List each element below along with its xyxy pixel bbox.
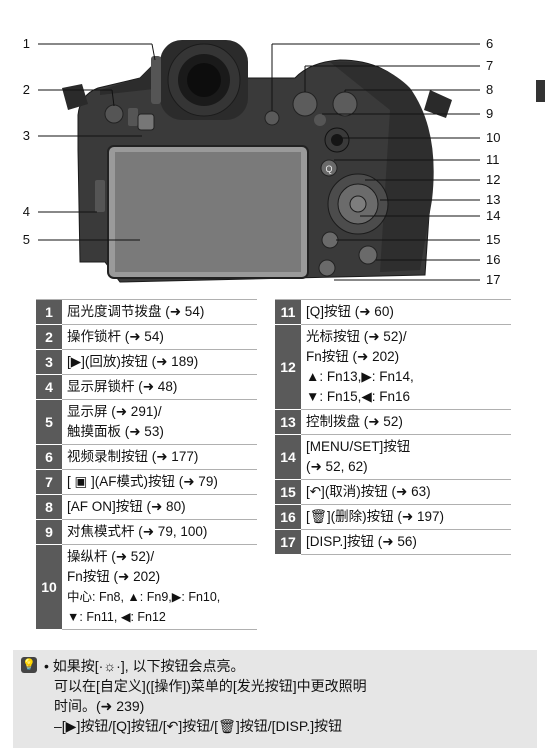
callout-9: 9 <box>486 106 493 121</box>
item-desc: 操作锁杆 (➜ 54) <box>67 329 164 344</box>
tip-icon: 💡 <box>21 657 37 673</box>
item-number: 17 <box>275 529 301 555</box>
item-desc: 中心: Fn8, ▲: Fn9,▶: Fn10, <box>67 590 221 604</box>
table-row: 3 [▶](回放)按钮 (➜ 189) <box>36 349 257 375</box>
item-desc: ▼: Fn15,◀: Fn16 <box>306 389 411 404</box>
note-line-2: 可以在[自定义]([操作])菜单的[发光按钮]中更改照明 <box>54 678 367 694</box>
item-desc: ▲: Fn13,▶: Fn14, <box>306 369 414 384</box>
item-desc: 光标按钮 (➜ 52)/ <box>306 329 407 344</box>
item-number: 5 <box>36 399 62 445</box>
note-line-4: –[▶]按钮/[Q]按钮/[↶]按钮/[🗑]按钮/[DISP.]按钮 <box>54 718 343 734</box>
item-number: 3 <box>36 349 62 375</box>
item-desc: [ ▣ ](AF模式)按钮 (➜ 79) <box>67 474 218 489</box>
table-row: 12 光标按钮 (➜ 52)/ Fn按钮 (➜ 202) ▲: Fn13,▶: Fn1… <box>275 324 511 410</box>
item-desc: [AF ON]按钮 (➜ 80) <box>67 499 186 514</box>
item-desc: Fn按钮 (➜ 202) <box>306 349 400 364</box>
callout-13: 13 <box>486 192 500 207</box>
callout-17: 17 <box>486 272 500 287</box>
item-desc: 屈光度调节拨盘 (➜ 54) <box>67 304 205 319</box>
table-row: 13 控制拨盘 (➜ 52) <box>275 409 511 435</box>
item-number: 1 <box>36 299 62 325</box>
item-desc: ▼: Fn11, ◀: Fn12 <box>67 610 166 624</box>
callout-12: 12 <box>486 172 500 187</box>
table-row: 15 [↶](取消)按钮 (➜ 63) <box>275 479 511 505</box>
note-line-1: • 如果按[·☼·], 以下按钮会点亮。 <box>44 658 245 674</box>
item-number: 15 <box>275 479 301 505</box>
section-tab-marker <box>536 80 545 102</box>
table-row: 2 操作锁杆 (➜ 54) <box>36 324 257 350</box>
item-desc: (➜ 52, 62) <box>306 459 368 474</box>
table-row: 8 [AF ON]按钮 (➜ 80) <box>36 494 257 520</box>
item-number: 9 <box>36 519 62 545</box>
item-number: 10 <box>36 544 62 630</box>
item-number: 13 <box>275 409 301 435</box>
callout-10: 10 <box>486 130 500 145</box>
table-row: 4 显示屏锁杆 (➜ 48) <box>36 374 257 400</box>
item-number: 12 <box>275 324 301 410</box>
item-number: 2 <box>36 324 62 350</box>
item-desc: 操纵杆 (➜ 52)/ <box>67 549 155 564</box>
callout-16: 16 <box>486 252 500 267</box>
table-row: 10 操纵杆 (➜ 52)/ Fn按钮 (➜ 202) 中心: Fn8, ▲: Fn9… <box>36 544 257 630</box>
item-desc: [Q]按钮 (➜ 60) <box>306 304 394 319</box>
item-desc: 显示屏 (➜ 291)/ <box>67 404 162 419</box>
item-desc: 控制拨盘 (➜ 52) <box>306 414 403 429</box>
callout-8: 8 <box>486 82 493 97</box>
table-row: 16 [🗑](删除)按钮 (➜ 197) <box>275 504 511 530</box>
item-number: 4 <box>36 374 62 400</box>
table-row: 17 [DISP.]按钮 (➜ 56) <box>275 529 511 555</box>
item-desc: [MENU/SET]按钮 <box>306 439 411 454</box>
table-row: 9 对焦模式杆 (➜ 79, 100) <box>36 519 257 545</box>
table-row: 6 视频录制按钮 (➜ 177) <box>36 444 257 470</box>
callout-5: 5 <box>23 232 30 247</box>
parts-table-left: 1 屈光度调节拨盘 (➜ 54) 2 操作锁杆 (➜ 54) 3 [▶](回放)按钮 … <box>36 299 257 630</box>
item-number: 11 <box>275 299 301 325</box>
item-number: 16 <box>275 504 301 530</box>
table-row: 14 [MENU/SET]按钮 (➜ 52, 62) <box>275 434 511 480</box>
note-line-3: 时间。(➜ 239) <box>54 698 145 714</box>
item-desc: 显示屏锁杆 (➜ 48) <box>67 379 178 394</box>
table-row: 1 屈光度调节拨盘 (➜ 54) <box>36 299 257 325</box>
callout-14: 14 <box>486 208 500 223</box>
callout-4: 4 <box>23 204 30 219</box>
callout-7: 7 <box>486 58 493 73</box>
item-desc: Fn按钮 (➜ 202) <box>67 569 161 584</box>
tip-note-box: 💡 • 如果按[·☼·], 以下按钮会点亮。 可以在[自定义]([操作])菜单的… <box>13 650 537 748</box>
callout-11: 11 <box>486 152 500 167</box>
item-desc: 触摸面板 (➜ 53) <box>67 424 164 439</box>
q-button-label: Q <box>325 164 332 174</box>
item-number: 14 <box>275 434 301 480</box>
table-row: 5 显示屏 (➜ 291)/ 触摸面板 (➜ 53) <box>36 399 257 445</box>
item-desc: [▶](回放)按钮 (➜ 189) <box>67 354 199 369</box>
item-number: 7 <box>36 469 62 495</box>
callout-1: 1 <box>23 36 30 51</box>
callout-3: 3 <box>23 128 30 143</box>
parts-table-right: 11 [Q]按钮 (➜ 60) 12 光标按钮 (➜ 52)/ Fn按钮 (➜ 202… <box>275 299 511 555</box>
callout-6: 6 <box>486 36 493 51</box>
item-number: 8 <box>36 494 62 520</box>
callout-15: 15 <box>486 232 500 247</box>
table-row: 11 [Q]按钮 (➜ 60) <box>275 299 511 325</box>
table-row: 7 [ ▣ ](AF模式)按钮 (➜ 79) <box>36 469 257 495</box>
camera-rear-diagram: Q 1 2 3 4 5 6 7 8 9 10 11 <box>23 36 501 287</box>
item-desc: 对焦模式杆 (➜ 79, 100) <box>67 524 208 539</box>
item-number: 6 <box>36 444 62 470</box>
item-desc: [↶](取消)按钮 (➜ 63) <box>306 484 431 499</box>
item-desc: [🗑](删除)按钮 (➜ 197) <box>306 509 444 524</box>
item-desc: 视频录制按钮 (➜ 177) <box>67 449 199 464</box>
callout-2: 2 <box>23 82 30 97</box>
item-desc: [DISP.]按钮 (➜ 56) <box>306 534 417 549</box>
